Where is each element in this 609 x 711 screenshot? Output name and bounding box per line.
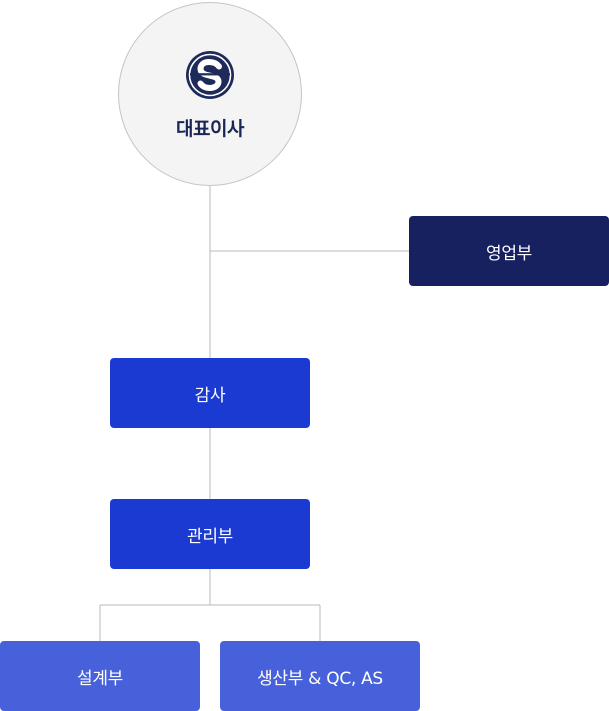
production-department-label: 생산부 & QC, AS [257,668,383,689]
production-department-box: 생산부 & QC, AS [220,641,420,711]
sales-department-box: 영업부 [409,216,609,286]
company-logo-icon [186,51,234,99]
audit-label: 감사 [194,385,226,406]
audit-box: 감사 [110,358,310,428]
ceo-label: 대표이사 [176,118,244,140]
admin-department-label: 관리부 [186,526,234,547]
sales-department-label: 영업부 [485,243,533,264]
admin-department-box: 관리부 [110,499,310,569]
design-department-label: 설계부 [76,668,124,689]
design-department-box: 설계부 [0,641,200,711]
